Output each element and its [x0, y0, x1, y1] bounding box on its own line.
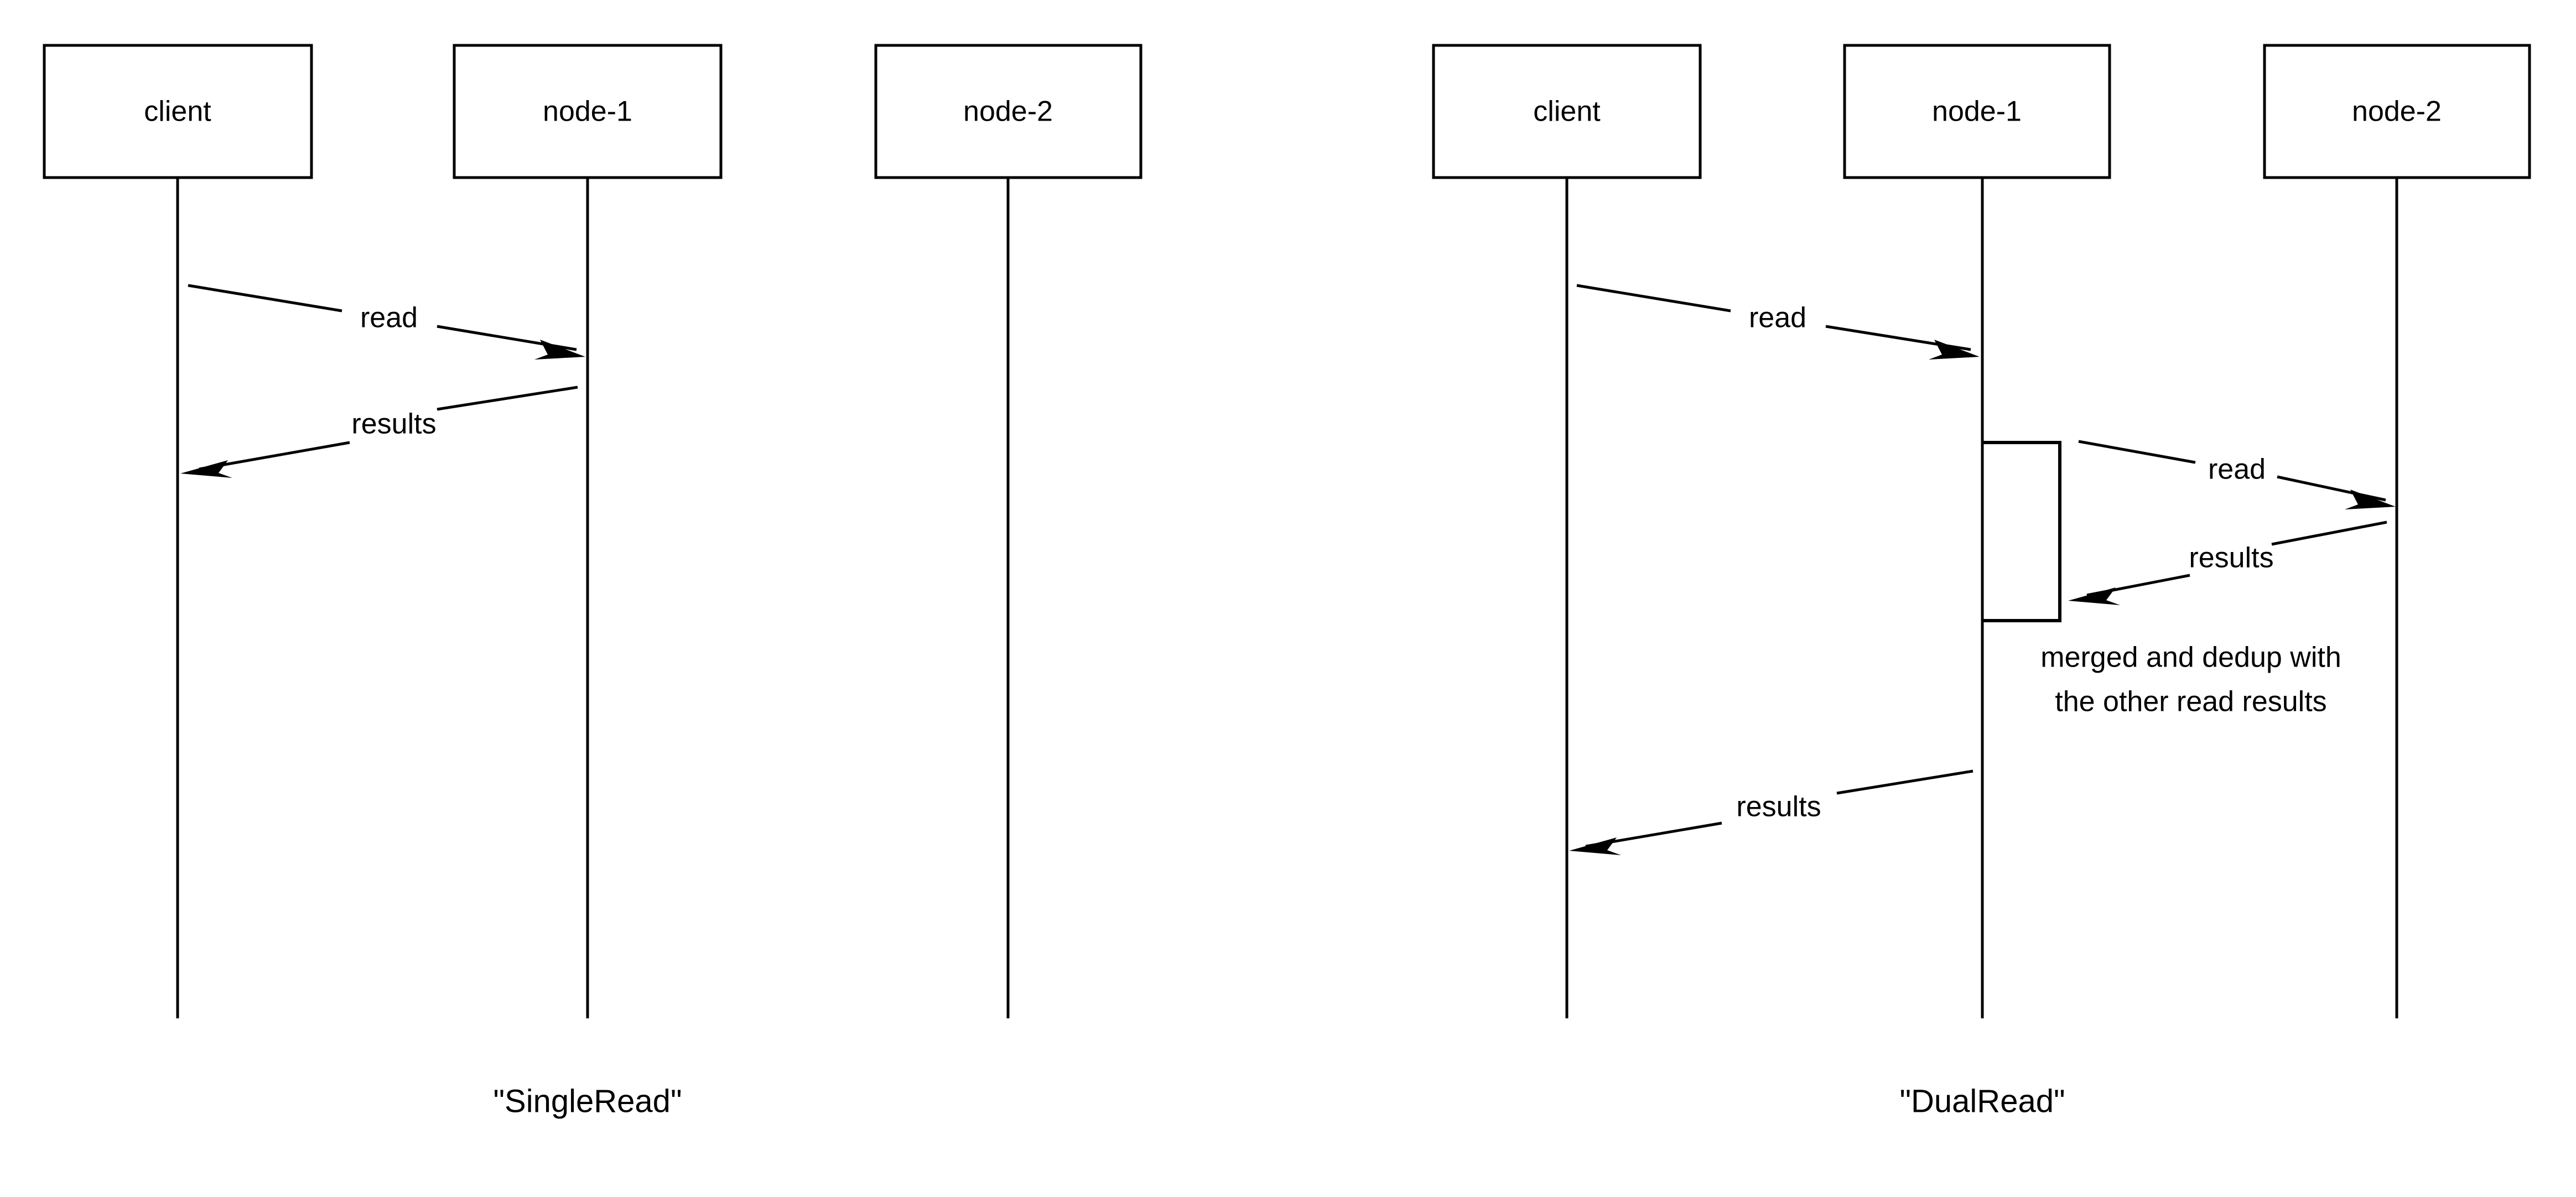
- diagram-caption-single-read: "SingleRead": [493, 1083, 682, 1119]
- message-read-node-1-to-node-2[interactable]: read: [2078, 440, 2396, 509]
- participant-node-2-single[interactable]: node-2: [874, 44, 1142, 1018]
- participant-box-node-1[interactable]: [1843, 44, 2111, 179]
- message-label-read: read: [1749, 302, 1806, 334]
- participant-label-node-2: node-2: [2352, 96, 2442, 128]
- participant-label-client: client: [1533, 96, 1601, 128]
- activation-bar-node-1: [1982, 441, 2061, 622]
- participant-node-1-single[interactable]: node-1: [453, 44, 723, 1018]
- message-results-node-1-to-client[interactable]: results: [1569, 769, 1973, 855]
- message-results-node-2-to-node-1[interactable]: results: [2068, 521, 2387, 605]
- participant-label-node-1: node-1: [1932, 96, 2022, 128]
- participant-box-node-2[interactable]: [874, 44, 1142, 179]
- note-line-1: merged and dedup with: [2040, 642, 2341, 674]
- participant-label-node-2: node-2: [963, 96, 1053, 128]
- message-results-node-1-to-client[interactable]: results: [180, 386, 578, 478]
- participant-label-client: client: [144, 96, 211, 128]
- message-line-segment-right: [2271, 521, 2387, 546]
- participant-node-1-dual[interactable]: node-1: [1843, 44, 2111, 1018]
- message-arrowhead: [1569, 837, 1621, 855]
- note-merged-and-dedup: merged and dedup with the other read res…: [2040, 642, 2341, 718]
- message-read-client-to-node-1[interactable]: read: [1576, 284, 1980, 360]
- participant-node-2-dual[interactable]: node-2: [2263, 44, 2531, 1018]
- participant-box-client[interactable]: [43, 44, 313, 179]
- message-arrowhead: [534, 340, 585, 360]
- message-line-segment-right: [2277, 475, 2386, 502]
- participant-label-node-1: node-1: [543, 96, 632, 128]
- message-arrowhead: [2068, 587, 2120, 605]
- message-line-segment-right: [437, 386, 578, 411]
- participant-box-client[interactable]: [1432, 44, 1702, 179]
- message-label-results: results: [351, 408, 436, 440]
- participant-box-node-1[interactable]: [453, 44, 723, 179]
- participant-client-dual[interactable]: client: [1432, 44, 1702, 1018]
- diagram-single-read: client node-1 node-2 read: [43, 44, 1142, 1119]
- message-label-results: results: [1736, 791, 1821, 823]
- message-arrowhead: [180, 460, 232, 478]
- message-line-segment-left: [2078, 440, 2196, 464]
- message-arrowhead: [1929, 340, 1980, 360]
- message-read-client-to-node-1[interactable]: read: [188, 284, 585, 360]
- participant-box-node-2[interactable]: [2263, 44, 2531, 179]
- message-label-results: results: [2189, 542, 2273, 574]
- diagram-caption-dual-read: "DualRead": [1899, 1083, 2065, 1119]
- message-line-segment-left: [1576, 284, 1731, 313]
- message-line-segment-right: [1836, 769, 1973, 795]
- message-label-read: read: [2208, 454, 2266, 486]
- note-line-2: the other read results: [2055, 686, 2326, 718]
- message-line-segment-left: [188, 284, 342, 313]
- message-arrowhead: [2345, 490, 2396, 509]
- diagram-dual-read: client node-1 node-2: [1432, 44, 2531, 1119]
- participant-client-single[interactable]: client: [43, 44, 313, 1018]
- activation-bar-node-1-outline: [1982, 441, 2061, 622]
- message-label-read: read: [360, 302, 418, 334]
